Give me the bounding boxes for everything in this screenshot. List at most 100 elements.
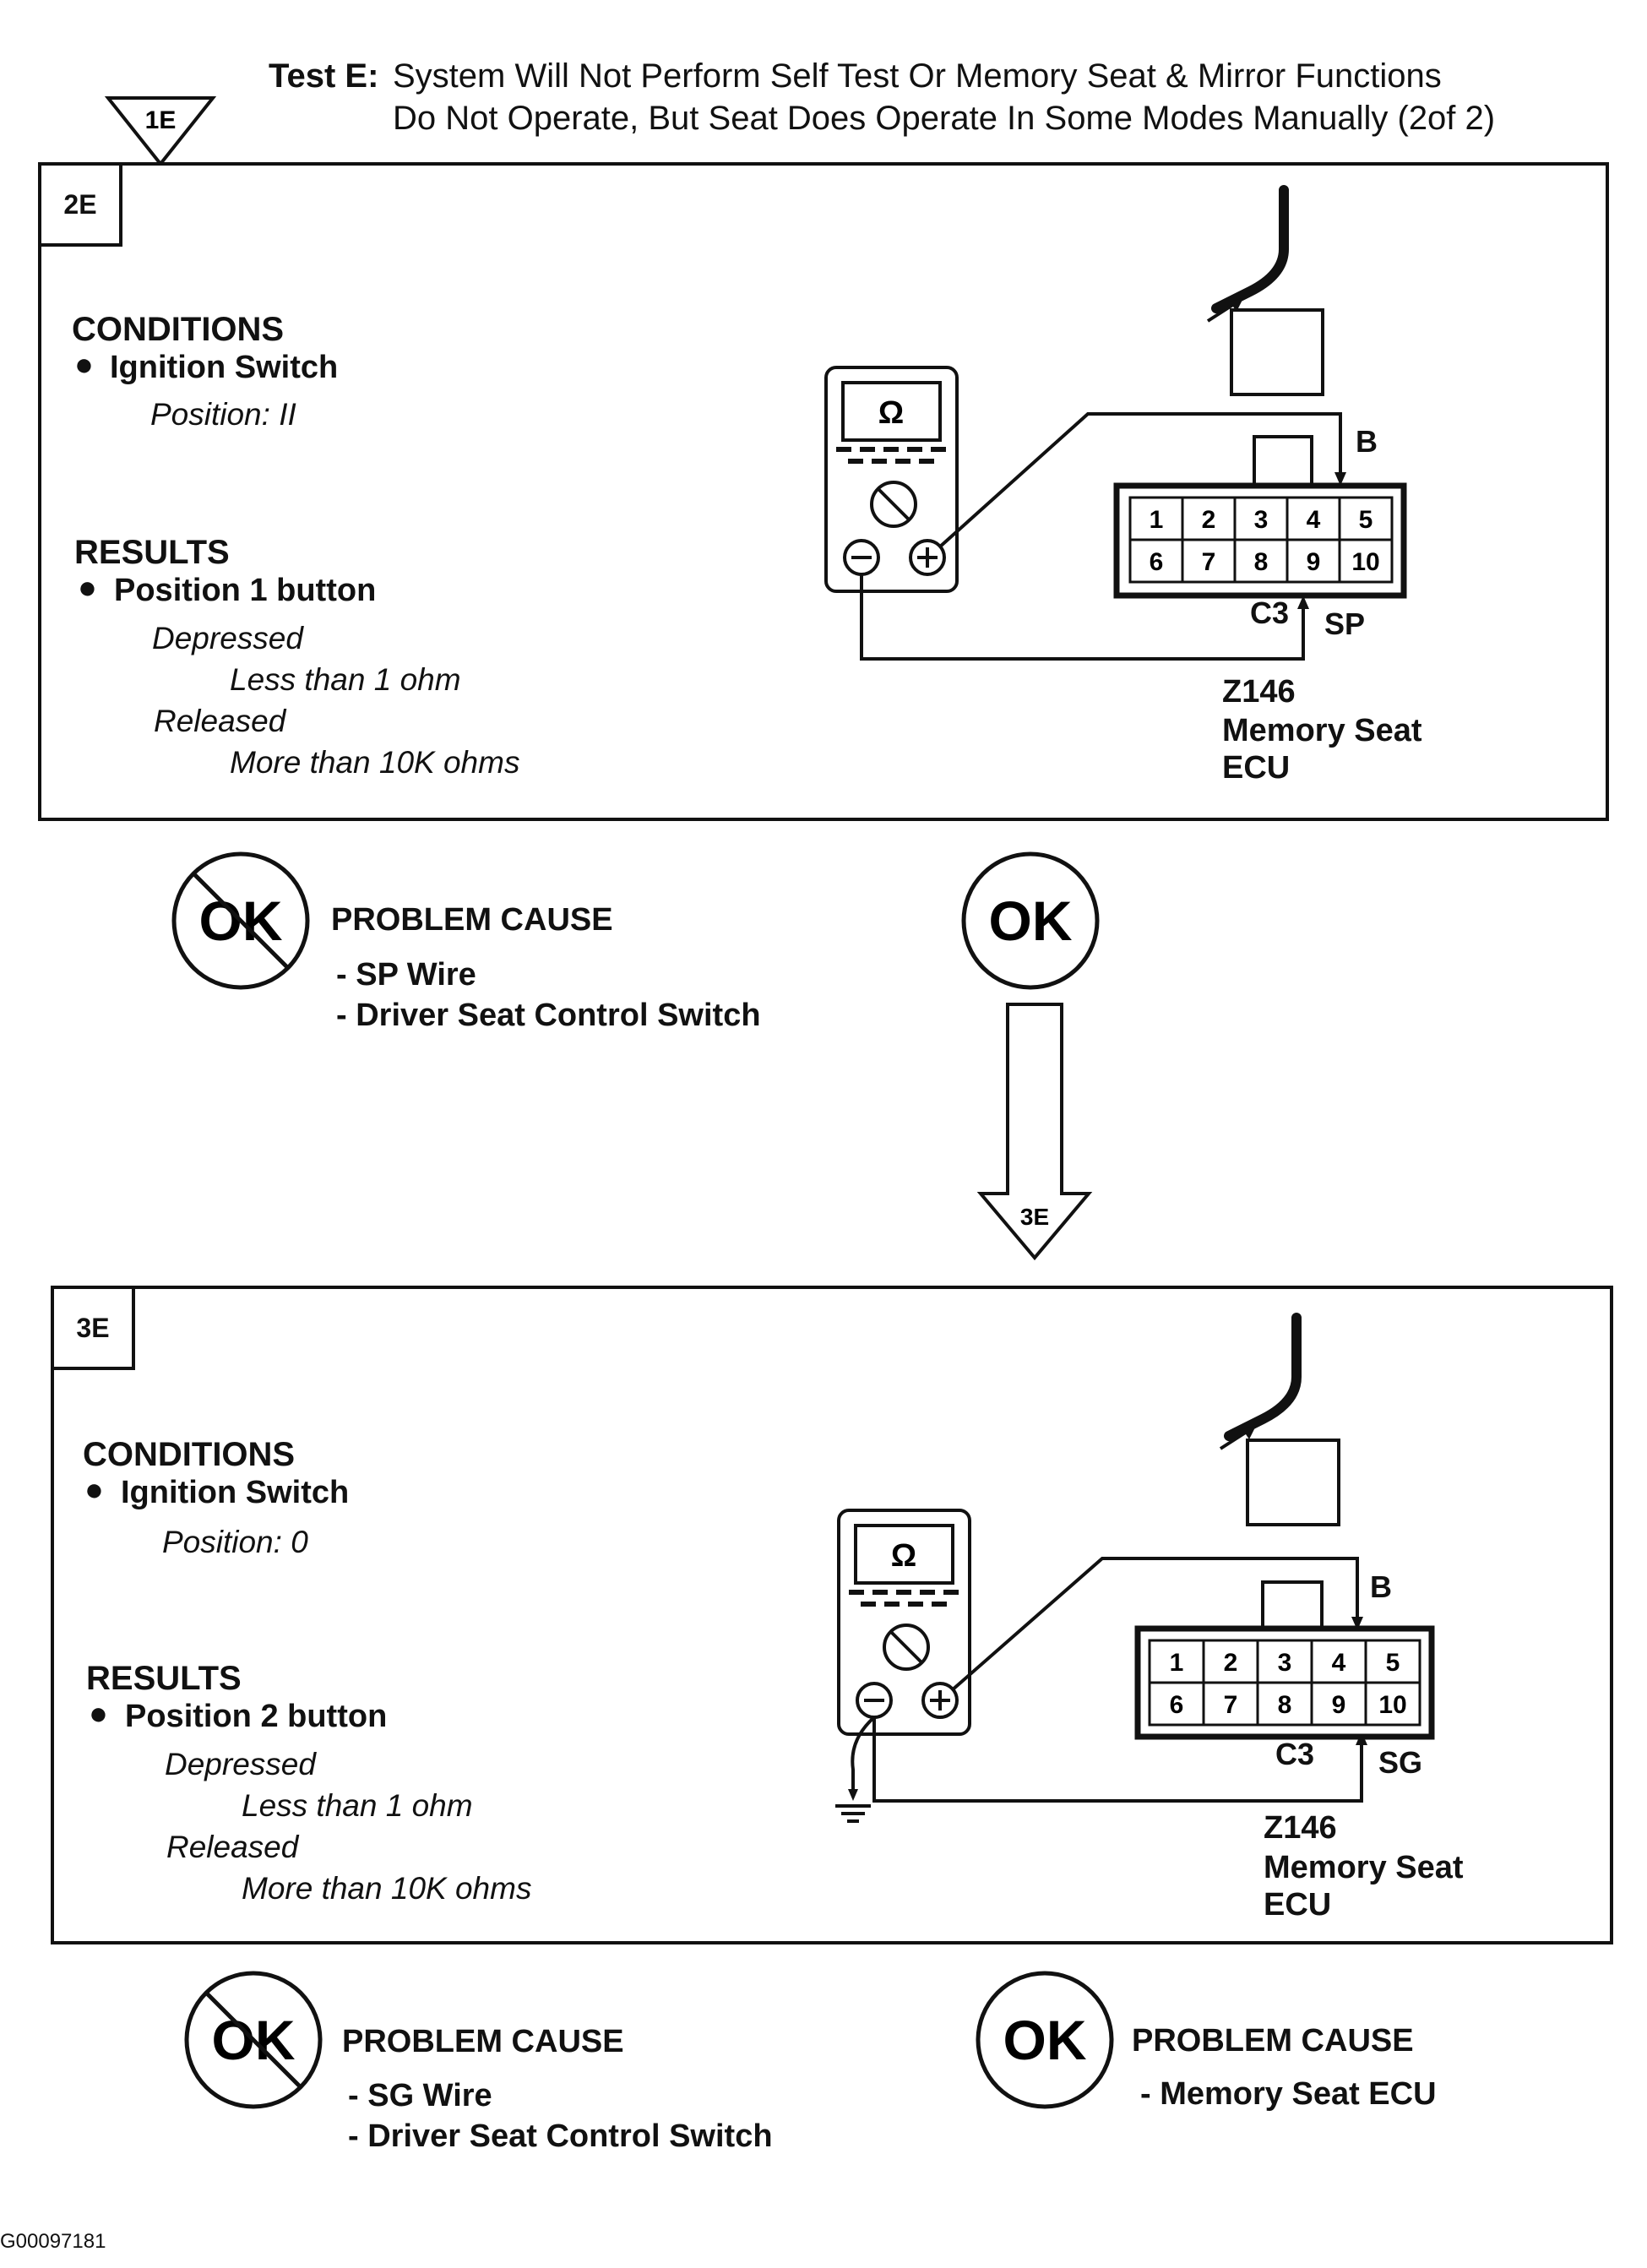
problem-cause-item: - SP Wire [336, 957, 476, 993]
results-heading: RESULTS [74, 534, 230, 571]
unplugged-connector-half [1246, 1439, 1340, 1526]
ok-label: OK [989, 889, 1073, 952]
ohm-symbol: Ω [891, 1538, 916, 1574]
ecu-name-line1: Memory Seat [1264, 1850, 1464, 1885]
pin-6: 6 [1170, 1691, 1184, 1719]
pin-8: 8 [1278, 1691, 1292, 1719]
test-diagram-3e: Ω 1 2 3 4 [835, 1313, 1435, 1823]
problem-cause-item: - Driver Seat Control Switch [336, 998, 761, 1033]
problem-cause-item: - SG Wire [348, 2078, 492, 2113]
not-ok-symbol: OK [184, 1971, 323, 2109]
problem-cause-heading: PROBLEM CAUSE [331, 902, 613, 938]
pin-9: 9 [1332, 1691, 1346, 1719]
positive-test-lead [938, 412, 1342, 549]
pin-4: 4 [1307, 506, 1321, 534]
problem-cause-text: SP Wire [356, 957, 476, 993]
unplugged-connector-half [1230, 308, 1324, 396]
pin-3: 3 [1278, 1649, 1292, 1677]
conditions-heading: CONDITIONS [83, 1436, 296, 1473]
result-item: Position 1 button [114, 573, 377, 608]
pin-5: 5 [1359, 506, 1373, 534]
problem-cause-heading: PROBLEM CAUSE [1132, 2023, 1414, 2059]
problem-cause-text: SG Wire [367, 2078, 492, 2113]
ecu-name-line2: ECU [1222, 750, 1291, 786]
result-state-2-value: More than 10K ohms [242, 1871, 532, 1906]
result-item: Position 2 button [125, 1699, 388, 1734]
harness-wire [1224, 1313, 1302, 1441]
pin-10: 10 [1351, 548, 1379, 576]
problem-cause-item: - Driver Seat Control Switch [348, 2118, 773, 2154]
pin-2: 2 [1202, 506, 1216, 534]
problem-cause-text: Memory Seat ECU [1160, 2076, 1437, 2112]
problem-cause-heading: PROBLEM CAUSE [342, 2024, 624, 2059]
wire-label-signal: SG [1378, 1745, 1423, 1780]
result-state-1-value: Less than 1 ohm [230, 662, 461, 697]
positive-test-lead [950, 1557, 1359, 1692]
wire-label-b: B [1356, 424, 1378, 459]
test-step-panel-3e: 3E [51, 1286, 1613, 1944]
result-state-2: Released [154, 704, 286, 738]
ok-symbol: OK [976, 1971, 1114, 2109]
pin-1: 1 [1150, 506, 1164, 534]
connector-label: C3 [1275, 1737, 1315, 1771]
results-heading: RESULTS [86, 1660, 242, 1697]
negative-test-lead [860, 574, 1305, 661]
condition-item: Ignition Switch [110, 350, 339, 385]
pin-1: 1 [1170, 1649, 1184, 1677]
ohm-symbol: Ω [878, 395, 904, 431]
ground-symbol [835, 1716, 876, 1823]
pin-2: 2 [1224, 1649, 1238, 1677]
ecu-connector: 1 2 3 4 5 6 7 8 9 10 [1113, 435, 1407, 599]
result-state-1: Depressed [165, 1747, 316, 1781]
not-ok-symbol: OK [171, 851, 310, 990]
pin-3: 3 [1254, 506, 1269, 534]
pin-9: 9 [1307, 548, 1321, 576]
wire-label-signal: SP [1324, 606, 1366, 641]
step-tag: 2E [41, 166, 122, 247]
ohmmeter: Ω [824, 366, 959, 593]
test-title-label: Test E: [269, 57, 379, 95]
test-diagram-2e: Ω 1 2 3 4 5 6 7 8 [824, 185, 1407, 661]
pin-8: 8 [1254, 548, 1269, 576]
test-title-line2: Do Not Operate, But Seat Does Operate In… [393, 100, 1496, 137]
condition-value: Position: 0 [162, 1525, 308, 1559]
problem-cause-text: Driver Seat Control Switch [356, 998, 761, 1033]
pin-7: 7 [1224, 1691, 1238, 1719]
ecu-name-line1: Memory Seat [1222, 713, 1422, 748]
result-bullet: ● [89, 1696, 108, 1732]
problem-cause-item: - Memory Seat ECU [1140, 2076, 1437, 2112]
problem-cause-text: Driver Seat Control Switch [367, 2118, 773, 2154]
figure-id: G00097181 [0, 2230, 106, 2253]
connector-label: C3 [1250, 596, 1290, 630]
wire-label-b: B [1370, 1569, 1392, 1604]
flow-arrow-to-3e: 3E [976, 1003, 1093, 1261]
entry-marker-triangle: 1E [104, 96, 217, 167]
harness-wire [1211, 185, 1289, 313]
ecu-code: Z146 [1264, 1810, 1337, 1846]
result-state-2: Released [166, 1830, 299, 1864]
negative-test-lead [872, 1717, 1363, 1803]
pin-7: 7 [1202, 548, 1216, 576]
entry-marker-label: 1E [145, 106, 177, 134]
condition-value: Position: II [150, 397, 296, 432]
result-bullet: ● [78, 570, 97, 606]
ok-label: OK [1003, 2009, 1087, 2071]
result-state-1: Depressed [152, 621, 303, 655]
pin-5: 5 [1386, 1649, 1400, 1677]
condition-bullet: ● [74, 347, 94, 383]
ecu-connector: 1 2 3 4 5 6 7 8 9 10 [1134, 1580, 1435, 1740]
pin-4: 4 [1332, 1649, 1346, 1677]
pin-6: 6 [1150, 548, 1164, 576]
step-tag: 3E [54, 1289, 135, 1370]
pin-10: 10 [1378, 1691, 1406, 1719]
conditions-heading: CONDITIONS [72, 311, 285, 348]
ecu-name-line2: ECU [1264, 1887, 1332, 1923]
next-step-label: 3E [1020, 1204, 1049, 1230]
ok-symbol: OK [961, 851, 1100, 990]
ohmmeter: Ω [837, 1509, 971, 1736]
test-title-line1: System Will Not Perform Self Test Or Mem… [393, 57, 1442, 95]
condition-item: Ignition Switch [121, 1475, 350, 1510]
condition-bullet: ● [84, 1472, 104, 1508]
result-state-2-value: More than 10K ohms [230, 745, 520, 780]
ecu-code: Z146 [1222, 674, 1296, 710]
